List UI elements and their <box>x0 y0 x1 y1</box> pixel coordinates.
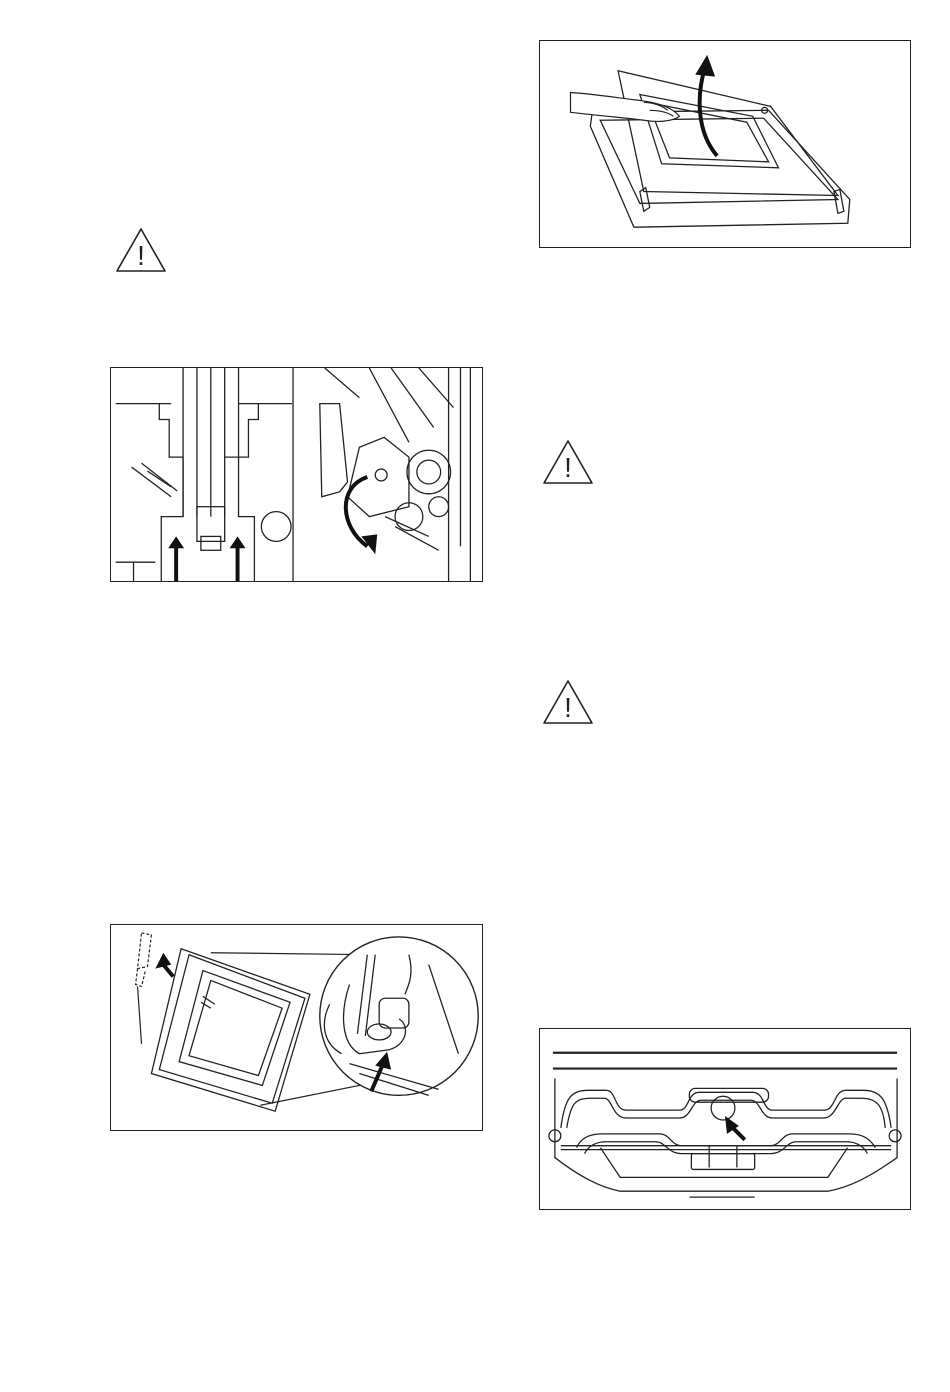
svg-text:!: ! <box>137 240 145 271</box>
hinge-lock-figure <box>110 367 483 582</box>
svg-text:!: ! <box>564 452 572 483</box>
door-panel-removal-figure <box>110 924 483 1131</box>
warning-icon: ! <box>114 226 168 274</box>
door-glass-lift-figure <box>539 40 911 248</box>
warning-icon: ! <box>541 678 595 726</box>
warning-icon: ! <box>541 438 595 486</box>
grill-element-figure <box>539 1028 911 1210</box>
svg-text:!: ! <box>564 692 572 723</box>
